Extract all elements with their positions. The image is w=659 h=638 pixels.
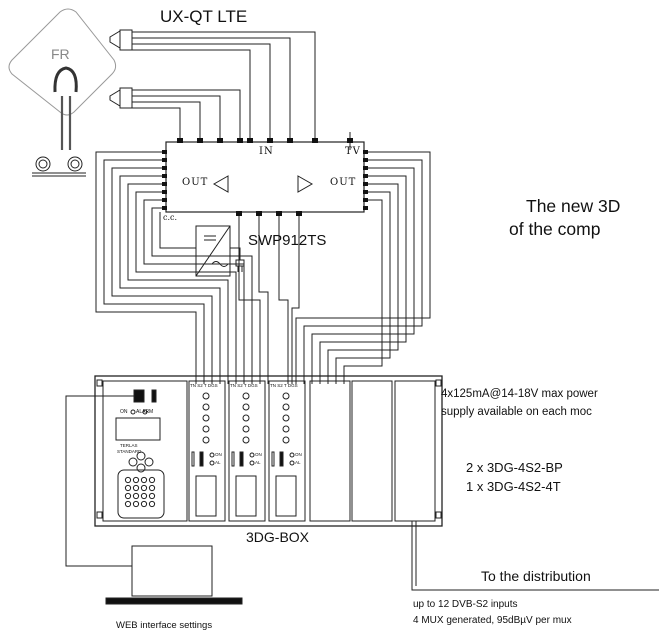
inputs-note: up to 12 DVB-S2 inputs: [413, 599, 518, 610]
lnb-title: UX-QT LTE: [160, 7, 248, 26]
coil-icon: [32, 156, 86, 177]
module-3: [271, 392, 297, 517]
switch-top-ports: [177, 138, 353, 143]
intro-line-2: of the comp: [509, 219, 601, 239]
module-3-al: AL: [295, 460, 301, 465]
module-1-on: ON: [215, 452, 222, 457]
rack-chassis: [94, 375, 443, 527]
intro-line-1: The new 3D: [526, 196, 621, 216]
psu-label: SWP912TS: [248, 232, 327, 249]
controller-alarm-label: ALARM: [136, 409, 154, 415]
module-2-al: AL: [255, 460, 261, 465]
module-2-on: ON: [255, 452, 262, 457]
switch-side-ports: [162, 150, 368, 216]
power-note-line-2: supply available on each moc: [441, 406, 592, 418]
lnb-lower-icon: [109, 87, 144, 109]
controller-brand-1: TERLAS: [120, 443, 138, 448]
distribution-label: To the distribution: [481, 568, 591, 584]
right-cable-bundle: [278, 151, 431, 384]
distribution-line: [411, 521, 659, 591]
module-3-on: ON: [295, 452, 302, 457]
laptop-icon: [105, 545, 243, 605]
web-settings-label: WEB interface settings: [116, 620, 213, 631]
switch-in-label: IN: [259, 146, 274, 157]
box-name-label: 3DG-BOX: [246, 529, 310, 545]
module-2: [231, 392, 257, 517]
modules-line-2: 1 x 3DG-4S2-4T: [466, 479, 561, 494]
mux-note: 4 MUX generated, 95dBµV per mux: [413, 615, 572, 626]
controller-panel: [115, 389, 165, 519]
web-cable: [65, 395, 134, 567]
controller-brand-2: STANDARD: [117, 449, 142, 454]
switch-tv-label: TV: [345, 146, 361, 157]
power-note-line-1: 4x125mA@14-18V max power: [441, 388, 598, 400]
switch-out-right-label: OUT: [330, 177, 357, 188]
module-2-header: TN S2 T DGS: [230, 383, 258, 388]
lnb-upper-icon: [109, 29, 144, 51]
left-cable-bundle: [95, 151, 269, 384]
module-1-header: TN S2 T DGS: [190, 383, 218, 388]
satellite-dish-icon: [8, 8, 117, 150]
dish-marking: FR: [51, 46, 70, 62]
switch-out-left-label: OUT: [182, 177, 209, 188]
module-1: [191, 392, 217, 517]
lnb-cables: [144, 31, 351, 150]
modules-line-1: 2 x 3DG-4S2-BP: [466, 460, 563, 475]
controller-on-label: ON: [120, 409, 128, 415]
module-1-al: AL: [215, 460, 221, 465]
switch-cc-label: c.c.: [163, 213, 178, 222]
module-3-header: TN S2 T DGS: [270, 383, 298, 388]
